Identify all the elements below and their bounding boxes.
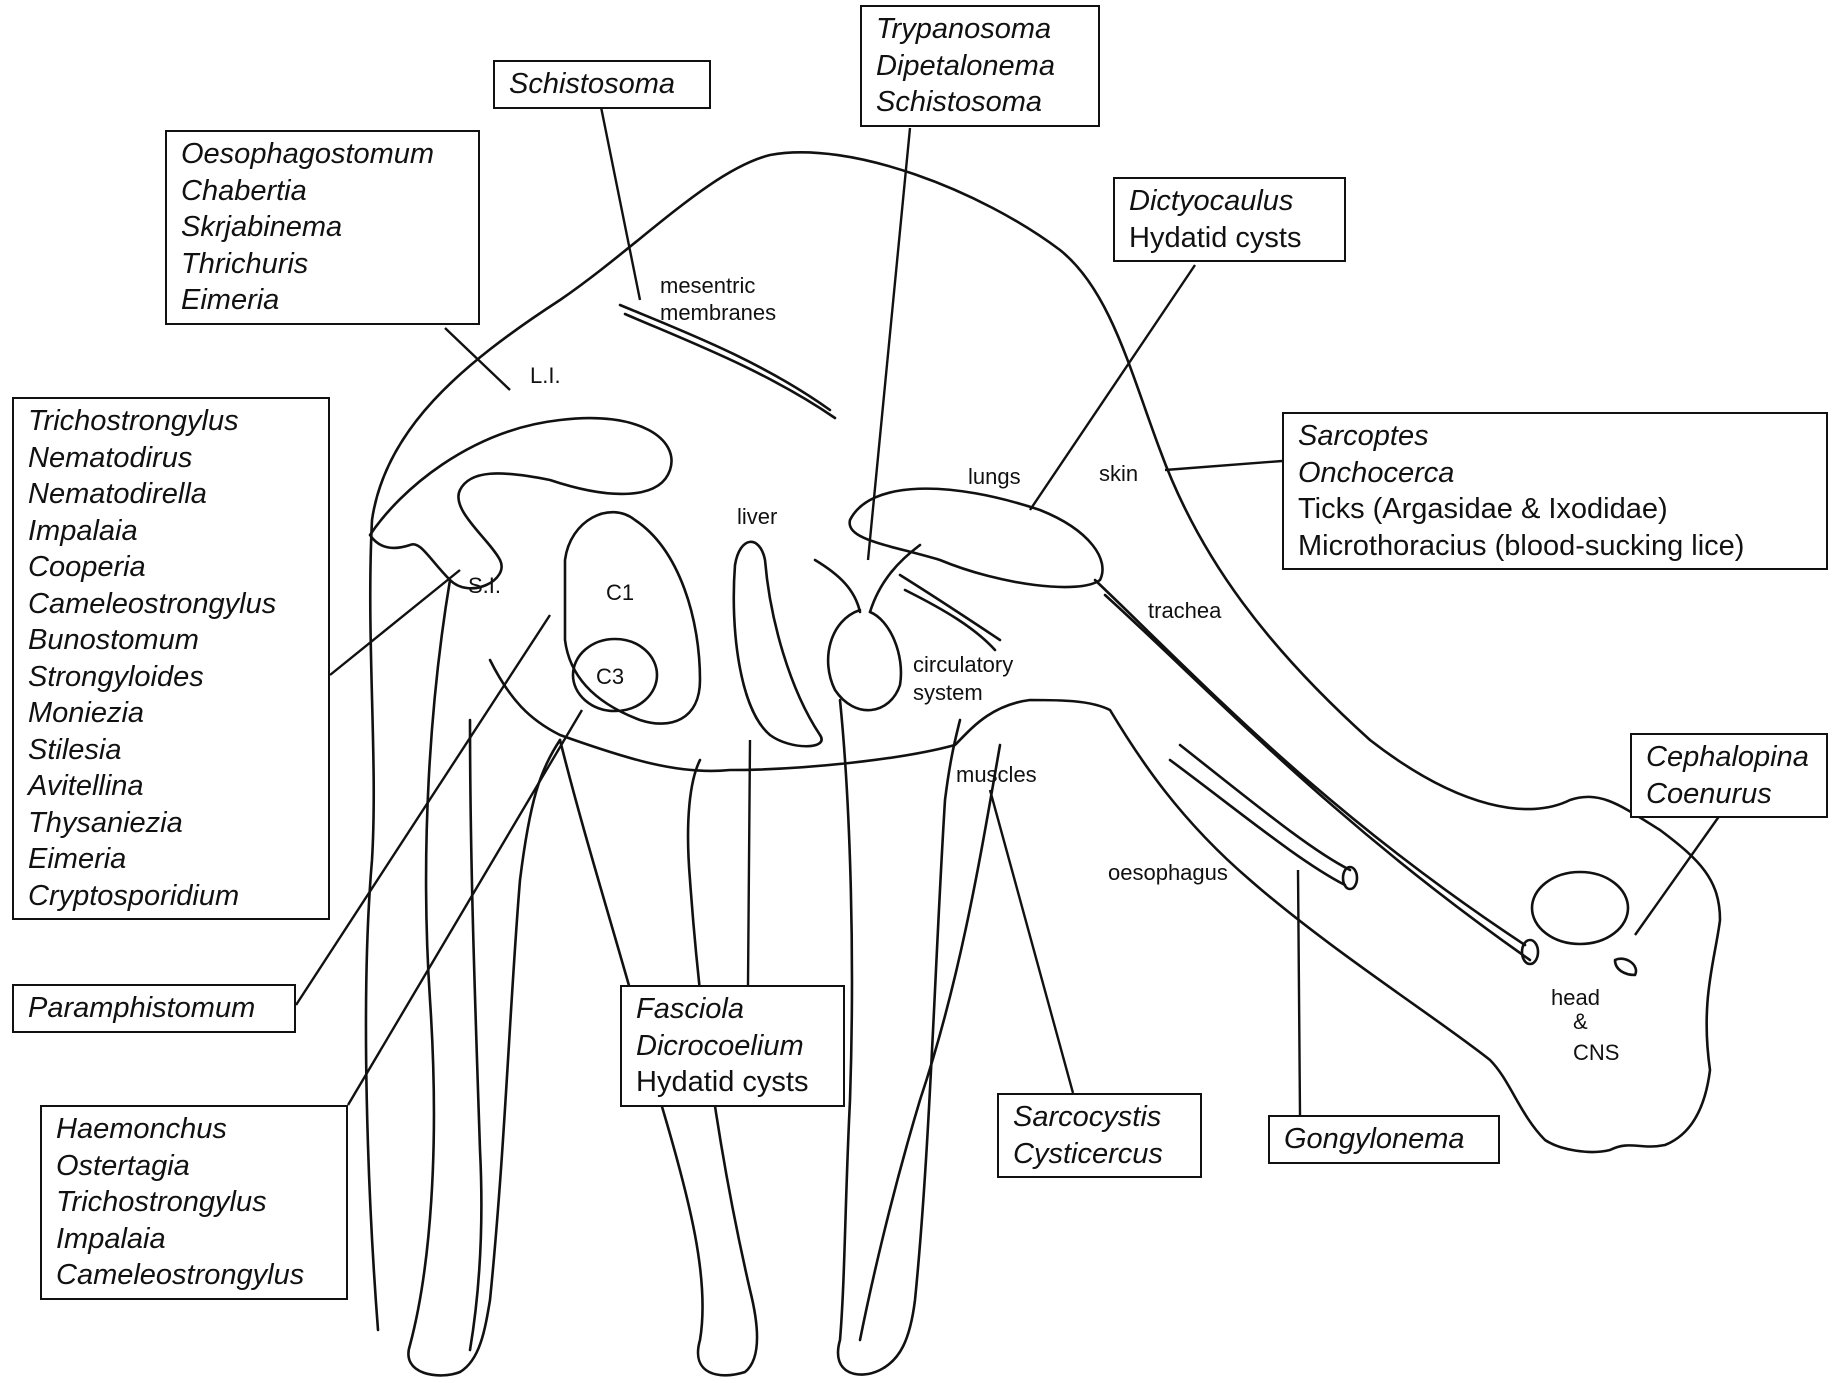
box-muscles: Sarcocystis Cysticercus <box>997 1093 1202 1178</box>
front-leg <box>838 700 960 1375</box>
line: Cryptosporidium <box>28 878 314 915</box>
line: Schistosoma <box>509 66 695 103</box>
line: Hydatid cysts <box>636 1064 829 1101</box>
line: Cysticercus <box>1013 1136 1186 1173</box>
label-li: L.I. <box>530 363 561 388</box>
label-lungs: lungs <box>968 464 1021 489</box>
line: Dicrocoelium <box>636 1028 829 1065</box>
box-liver: Fasciola Dicrocoelium Hydatid cysts <box>620 985 845 1107</box>
line: Thysaniezia <box>28 805 314 842</box>
label-mesentric-2: membranes <box>660 300 776 325</box>
line: Coenurus <box>1646 776 1812 813</box>
box-lungs: Dictyocaulus Hydatid cysts <box>1113 177 1346 262</box>
box-large-intestine: Oesophagostomum Chabertia Skrjabinema Th… <box>165 130 480 325</box>
label-head-3: CNS <box>1573 1040 1619 1065</box>
lungs-shape <box>850 489 1103 587</box>
box-small-intestine: Trichostrongylus Nematodirus Nematodirel… <box>12 397 330 920</box>
leader-lines <box>296 102 1720 1115</box>
line: Oesophagostomum <box>181 136 464 173</box>
liver-shape <box>734 542 822 746</box>
line: Microthoracius (blood-sucking lice) <box>1298 528 1812 565</box>
line: Cameleostrongylus <box>28 586 314 623</box>
line: Impalaia <box>28 513 314 550</box>
label-trachea: trachea <box>1148 598 1222 623</box>
box-blood: Trypanosoma Dipetalonema Schistosoma <box>860 5 1100 127</box>
box-head: Cephalopina Coenurus <box>1630 733 1828 818</box>
line: Trichostrongylus <box>28 403 314 440</box>
line: Hydatid cysts <box>1129 220 1330 257</box>
hind-leg-inner <box>470 720 481 1350</box>
label-circulatory-1: circulatory <box>913 652 1013 677</box>
line: Avitellina <box>28 768 314 805</box>
line: Cephalopina <box>1646 739 1812 776</box>
line: Schistosoma <box>876 84 1084 121</box>
line: Sarcocystis <box>1013 1099 1186 1136</box>
line: Bunostomum <box>28 622 314 659</box>
line: Impalaia <box>56 1221 332 1258</box>
label-c1: C1 <box>606 580 634 605</box>
label-mesentric-1: mesentric <box>660 273 755 298</box>
line: Gongylonema <box>1284 1121 1484 1158</box>
line: Strongyloides <box>28 659 314 696</box>
line: Eimeria <box>181 282 464 319</box>
organ-labels: mesentric membranes L.I. S.I. C1 C3 live… <box>468 273 1619 1065</box>
line: Trypanosoma <box>876 11 1084 48</box>
line: Ticks (Argasidae & Ixodidae) <box>1298 491 1812 528</box>
line: Eimeria <box>28 841 314 878</box>
line: Paramphistomum <box>28 990 280 1027</box>
label-liver: liver <box>737 504 777 529</box>
line: Nematodirus <box>28 440 314 477</box>
label-skin: skin <box>1099 461 1138 486</box>
box-skin: Sarcoptes Onchocerca Ticks (Argasidae & … <box>1282 412 1828 570</box>
nostril <box>1615 959 1636 975</box>
aorta <box>815 545 1000 650</box>
line: Haemonchus <box>56 1111 332 1148</box>
label-head-1: head <box>1551 985 1600 1010</box>
heart-shape <box>828 610 901 710</box>
line: Nematodirella <box>28 476 314 513</box>
line: Dipetalonema <box>876 48 1084 85</box>
label-c3: C3 <box>596 664 624 689</box>
line: Cooperia <box>28 549 314 586</box>
rumen-c1 <box>565 512 700 723</box>
line: Fasciola <box>636 991 829 1028</box>
label-circulatory-2: system <box>913 680 983 705</box>
label-head-2: & <box>1573 1009 1588 1034</box>
line: Trichostrongylus <box>56 1184 332 1221</box>
box-mesentery: Schistosoma <box>493 60 711 109</box>
label-oesophagus: oesophagus <box>1108 860 1228 885</box>
label-muscles: muscles <box>956 762 1037 787</box>
hind-leg <box>408 580 560 1375</box>
large-intestine <box>370 418 672 588</box>
box-rumen: Paramphistomum <box>12 984 296 1033</box>
front-leg-2 <box>860 745 1000 1340</box>
label-si: S.I. <box>468 573 501 598</box>
line: Dictyocaulus <box>1129 183 1330 220</box>
head-eye <box>1532 872 1628 944</box>
line: Thrichuris <box>181 246 464 283</box>
line: Skrjabinema <box>181 209 464 246</box>
line: Moniezia <box>28 695 314 732</box>
box-oesophagus: Gongylonema <box>1268 1115 1500 1164</box>
trachea-tube <box>1095 580 1530 960</box>
line: Onchocerca <box>1298 455 1812 492</box>
line: Stilesia <box>28 732 314 769</box>
line: Ostertagia <box>56 1148 332 1185</box>
line: Chabertia <box>181 173 464 210</box>
line: Cameleostrongylus <box>56 1257 332 1294</box>
box-abomasum: Haemonchus Ostertagia Trichostrongylus I… <box>40 1105 348 1300</box>
line: Sarcoptes <box>1298 418 1812 455</box>
